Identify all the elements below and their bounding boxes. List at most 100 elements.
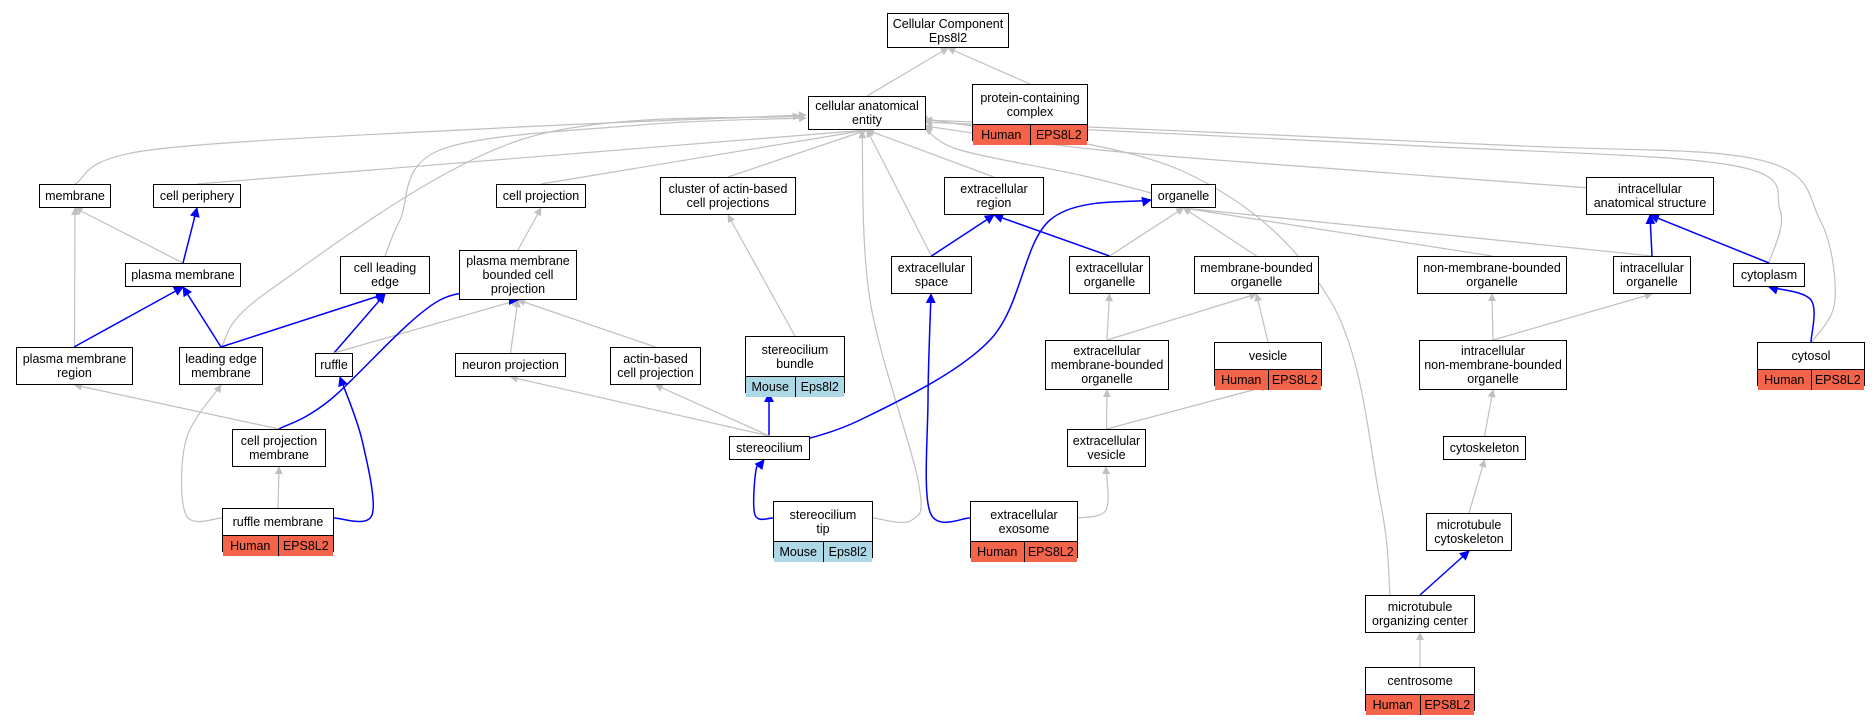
gene-cell: Eps8l2 [794,377,844,397]
edge-pmr-to-mem [70,207,79,348]
edge-ves-to-mbo [1254,293,1269,343]
edge-inmbo-to-iorg [1492,292,1653,341]
edge-iorg-to-ias [1645,214,1656,257]
node-label-line: region [57,366,92,380]
edge-mtc-to-csk [1468,459,1487,514]
node-org[interactable]: organelle [1151,184,1216,208]
node-label-line: extracellular [1072,434,1141,448]
gene-cell: Eps8l2 [822,542,872,562]
edge-cproj-to-cae [540,127,868,185]
node-label-line: plasma membrane [131,268,235,282]
node-label: ruffle membrane [223,509,333,535]
edge-cyto-to-ias [1649,213,1770,264]
node-label-line: microtubule [1387,600,1453,614]
node-label-line: cell projection [240,434,318,448]
edge-np-to-pmbcp [509,299,521,354]
node-label-line: protein-containing [980,90,1080,105]
node-label: ruffle [316,354,352,376]
node-cper[interactable]: cell periphery [153,184,241,208]
node-label-line: edge [371,275,399,289]
edge-st-to-org [768,196,1152,449]
node-label-line: organelle [1081,372,1133,386]
gene-cell: EPS8L2 [277,536,333,556]
node-label-line: intracellular [1620,261,1684,275]
node-ruf[interactable]: ruffle [315,353,353,377]
node-label-line: tip [816,521,830,536]
node-label-line: cytoskeleton [1434,532,1504,546]
node-label-line: organelle [1626,275,1678,289]
edge-exsp-to-exr [931,214,995,257]
edge-exr-to-cae [866,128,995,178]
gene-cell: EPS8L2 [1810,370,1864,390]
node-label-line: microtubule [1436,518,1502,532]
node-np[interactable]: neuron projection [455,353,566,377]
edge-exo-to-exves [1077,466,1111,519]
node-label-line: cytosol [1791,349,1831,363]
node-label-line: bounded cell [482,268,554,282]
species-cell: Human [1215,370,1268,390]
node-label-line: non-membrane-bounded [1423,261,1561,275]
edge-pcc-to-cc [947,47,1031,85]
node-label-line: extracellular [897,261,966,275]
node-label: cytoplasm [1734,264,1804,286]
node-label-line: cell projections [686,196,770,210]
node-label-line: membrane [45,189,105,203]
edge-cper-to-cae [196,126,868,185]
node-csk[interactable]: cytoskeleton [1443,436,1526,460]
edge-inmbo-to-nmbo [1488,293,1497,341]
node-label-line: region [976,196,1012,210]
node-mem[interactable]: membrane [39,184,111,208]
edge-stt-to-st [752,459,774,521]
gene-cell: EPS8L2 [1267,370,1321,390]
node-label-line: vesicle [1087,448,1126,462]
node-cyto[interactable]: cytoplasm [1733,263,1805,287]
node-st[interactable]: stereocilium [729,436,810,460]
node-cproj[interactable]: cell projection [496,184,586,208]
node-pm[interactable]: plasma membrane [125,263,241,287]
node-label-line: stereocilium [761,342,829,357]
node-label: cytosol [1758,343,1864,369]
node-label-line: cell projection [617,366,694,380]
edge-rm-to-ruf [333,376,374,523]
node-label-line: plasma membrane [466,254,570,268]
edge-mem-to-cae [74,111,807,185]
